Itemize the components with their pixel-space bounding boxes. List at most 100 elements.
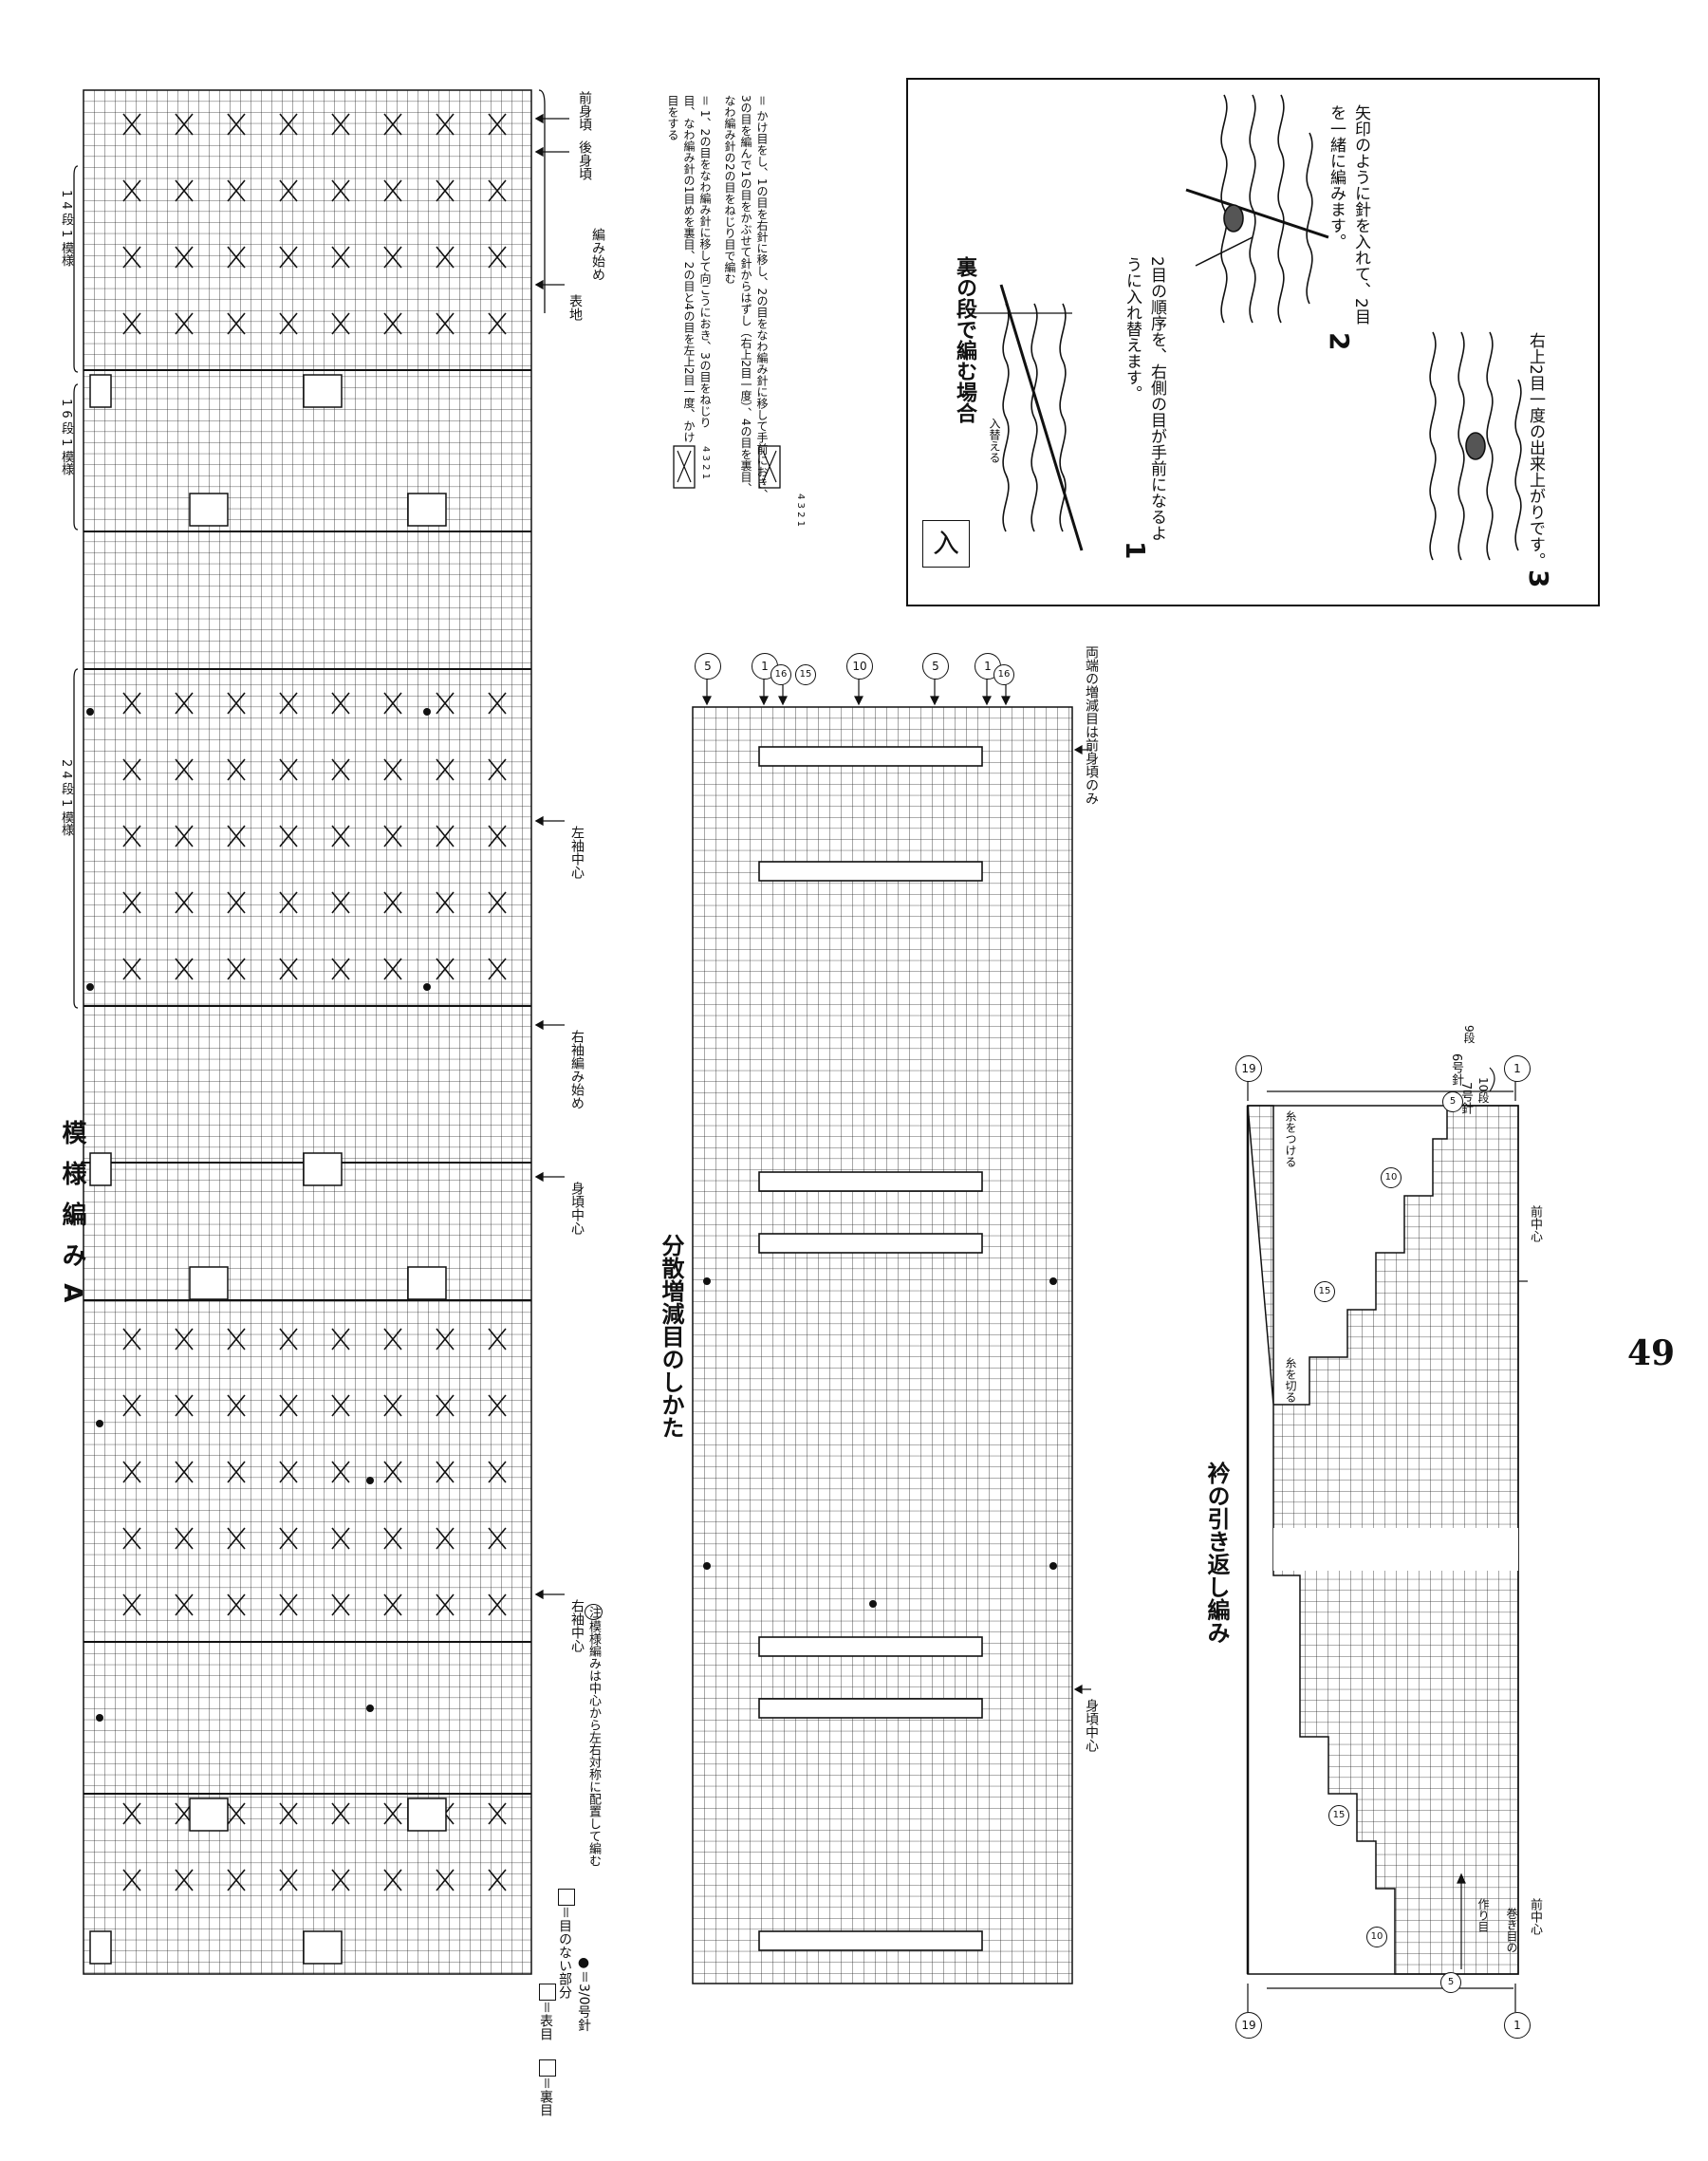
cable-cross-mark xyxy=(122,1461,141,1483)
dist-side-note: 両端の増減目は前身頃のみ xyxy=(1084,645,1099,805)
cable-cross-mark xyxy=(331,1461,350,1483)
collar-attach: 糸をつける xyxy=(1284,1110,1297,1167)
cable-cross-mark xyxy=(227,891,246,914)
cable-cross-mark xyxy=(383,1527,402,1550)
cable-cross-mark xyxy=(122,1527,141,1550)
cable-cross-mark xyxy=(279,179,298,202)
collar-mark-19-bot: 19 xyxy=(1235,2012,1262,2039)
cable-cross-mark xyxy=(122,891,141,914)
label-pat14: 1 4 段 1 模様 xyxy=(59,190,73,267)
cable-cross-mark xyxy=(436,891,455,914)
label-back-body: 後身頃 xyxy=(577,140,592,180)
cable-cross-mark xyxy=(436,312,455,335)
cable-cross-mark xyxy=(488,246,507,269)
cable-cross-mark xyxy=(227,1394,246,1417)
cable-cross-mark xyxy=(488,958,507,980)
cable-cross-mark xyxy=(279,958,298,980)
collar-needle2-rows: 10段 xyxy=(1476,1077,1490,1104)
dist-mark-6: 5 xyxy=(922,653,949,680)
cable-cross-mark xyxy=(227,179,246,202)
cable-cross-mark xyxy=(175,1328,194,1351)
step2-illustration xyxy=(1185,94,1329,324)
cable-cross-mark xyxy=(331,1328,350,1351)
cable-cross-mark xyxy=(122,825,141,848)
note2-digits: 4 3 2 1 xyxy=(795,494,806,527)
collar-mark-19-top: 19 xyxy=(1235,1055,1262,1082)
cable-cross-mark xyxy=(436,692,455,715)
cable-cross-mark xyxy=(436,179,455,202)
step1-illustration xyxy=(973,284,1084,551)
label-right-center: 右袖中心 xyxy=(569,1599,585,1652)
collar-front-center: 前中心 xyxy=(1528,1205,1542,1242)
cable-cross-mark xyxy=(383,1869,402,1891)
dist-center-label: 身頃中心 xyxy=(1084,1699,1099,1752)
cable-cross-mark xyxy=(383,1461,402,1483)
cable-cross-mark xyxy=(488,891,507,914)
cable-cross-mark xyxy=(279,758,298,781)
collar-cast-on: 作り目 xyxy=(1476,1898,1490,1932)
knit-symbol xyxy=(539,1984,556,2001)
collar-needle2: 7号針 xyxy=(1458,1082,1473,1115)
dist-mark-8: 16 xyxy=(993,664,1014,685)
cable-cross-mark xyxy=(122,1869,141,1891)
inset-step1: 2目の順序を、右側の目が手前になるように入れ替えます。 xyxy=(1123,256,1166,541)
cable-cross-mark xyxy=(175,1593,194,1616)
collar-mark-10-bot: 10 xyxy=(1366,1927,1387,1947)
cable-cross-mark xyxy=(279,1461,298,1483)
cable-cross-mark xyxy=(383,179,402,202)
cable-cross-mark xyxy=(383,758,402,781)
cable-cross-mark xyxy=(383,825,402,848)
cable-cross-mark xyxy=(279,1328,298,1351)
label-sleeve-start: 右袖編み始め xyxy=(569,1030,585,1109)
collar-front-center-bottom: 前中心 xyxy=(1528,1898,1542,1935)
cable-cross-mark xyxy=(331,179,350,202)
cable-cross-mark xyxy=(279,891,298,914)
cable-cross-mark xyxy=(488,1593,507,1616)
note-mark: 注 xyxy=(585,1604,603,1620)
cable-cross-mark xyxy=(331,891,350,914)
cable-cross-mark xyxy=(175,1394,194,1417)
cable-cross-mark xyxy=(175,179,194,202)
cable-cross-mark xyxy=(279,312,298,335)
cable-cross-mark xyxy=(488,1527,507,1550)
cable-cross-mark xyxy=(331,758,350,781)
cable-cross-mark xyxy=(175,891,194,914)
chart-a-title: 模 様 編 み A xyxy=(58,1120,86,1307)
purl-symbol xyxy=(539,2059,556,2077)
note1-symbol: ＝ xyxy=(698,95,712,107)
legend-no-stitch: ＝目のない部分 xyxy=(555,1889,579,1999)
label-pat16: 1 6 段 1 模様 xyxy=(59,399,73,475)
cable-cross-mark xyxy=(436,1394,455,1417)
cable-cross-mark xyxy=(436,825,455,848)
inset-step2-num: 2 xyxy=(1324,332,1355,351)
cable-cross-mark xyxy=(175,1461,194,1483)
cable-cross-mark xyxy=(331,246,350,269)
collar-mark-15-bot: 15 xyxy=(1328,1805,1349,1826)
dist-mark-4: 15 xyxy=(795,664,816,685)
cable-cross-mark xyxy=(331,958,350,980)
cable-cross-mark xyxy=(227,758,246,781)
cable-cross-mark xyxy=(122,1394,141,1417)
inset-step1-label: 入替える xyxy=(988,418,1001,463)
note1-text: 1、2の目をなわ編み針に移して向こうにおき、3の目をねじり目、なわ編み針の1目め… xyxy=(666,95,712,443)
cable-cross-mark xyxy=(488,1869,507,1891)
cable-cross-mark xyxy=(436,1328,455,1351)
cable-cross-mark xyxy=(122,758,141,781)
label-left-center: 左袖中心 xyxy=(569,826,585,879)
label-note: 注模様編みは中心から左右対称に配置して編む xyxy=(585,1604,603,1867)
cable-cross-mark xyxy=(383,246,402,269)
cable-cross-mark xyxy=(488,758,507,781)
cable-cross-mark xyxy=(175,692,194,715)
cable-cross-mark xyxy=(227,246,246,269)
label-pat24: 2 4 段 1 模様 xyxy=(59,759,73,836)
cable-cross-mark xyxy=(436,1527,455,1550)
cable-cross-mark xyxy=(175,958,194,980)
cable-cross-mark xyxy=(122,113,141,136)
cable-cross-mark xyxy=(331,312,350,335)
cable-cross-mark xyxy=(383,1802,402,1825)
collar-mark-1-top: 1 xyxy=(1504,1055,1531,1082)
note1-digits: 4 3 2 1 xyxy=(700,446,711,479)
label-ground: 表地 xyxy=(567,294,583,321)
